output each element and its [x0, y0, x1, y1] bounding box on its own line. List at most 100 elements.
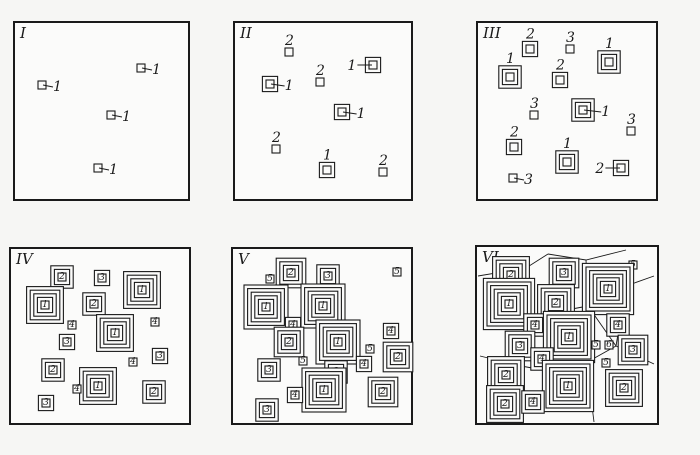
- growth-ring: [529, 110, 539, 120]
- growth-ring: [265, 274, 275, 284]
- growth-ring: [511, 337, 529, 355]
- crystal-label: 3: [517, 341, 523, 351]
- crystal-label: 1: [601, 104, 610, 120]
- growth-ring: [374, 383, 392, 401]
- crystal-1: 1: [541, 359, 595, 413]
- growth-ring: [319, 385, 329, 395]
- growth-ring: [501, 68, 519, 86]
- crystal-6: 6: [604, 340, 614, 350]
- growth-ring: [603, 284, 613, 294]
- growth-ring: [592, 273, 624, 305]
- growth-ring: [541, 359, 595, 413]
- crystal-label: 4: [151, 317, 158, 327]
- growth-ring: [315, 381, 333, 399]
- growth-ring: [378, 167, 388, 177]
- crystal-label: 2: [284, 33, 294, 49]
- growth-ring: [486, 385, 524, 423]
- crystal-4: 4: [521, 390, 545, 414]
- crystal-2: 2: [82, 292, 106, 316]
- growth-ring: [559, 377, 577, 395]
- growth-ring: [258, 401, 276, 419]
- growth-ring: [275, 257, 307, 289]
- panel-numeral: IV: [15, 250, 35, 268]
- crystal-1: 1: [123, 271, 161, 309]
- growth-ring: [545, 363, 591, 409]
- growth-ring: [392, 267, 402, 277]
- crystal-3: 3: [316, 264, 340, 288]
- growth-ring: [365, 344, 375, 354]
- crystal-3: 3: [617, 334, 649, 366]
- growth-ring: [106, 110, 116, 120]
- crystal-2: 2: [551, 57, 569, 89]
- growth-ring: [581, 262, 635, 316]
- growth-ring: [123, 271, 161, 309]
- growth-ring: [615, 379, 633, 397]
- crystal-4: 4: [286, 386, 304, 404]
- crystal-3: 3: [37, 394, 55, 412]
- crystal-label: 2: [525, 26, 535, 42]
- growth-ring: [96, 314, 134, 352]
- crystal-3: 3: [255, 398, 279, 422]
- growth-ring: [386, 326, 396, 336]
- growth-ring: [371, 380, 395, 404]
- crystal-label: 4: [360, 359, 367, 369]
- growth-ring: [280, 333, 298, 351]
- crystal-4: 4: [150, 317, 160, 327]
- growth-ring: [67, 320, 77, 330]
- crystal-label: 5: [593, 340, 599, 350]
- crystal-label: 5: [267, 274, 273, 284]
- crystal-label: 1: [506, 299, 512, 309]
- growth-ring: [247, 288, 285, 326]
- crystal-label: 1: [323, 147, 332, 163]
- growth-ring: [613, 320, 623, 330]
- growth-ring: [257, 358, 281, 382]
- crystal-1: 1: [581, 262, 635, 316]
- crystal-label: 2: [502, 370, 509, 380]
- growth-ring: [604, 57, 614, 67]
- growth-ring: [626, 126, 636, 136]
- growth-ring: [322, 165, 332, 175]
- growth-ring: [493, 288, 525, 320]
- crystal-label: 4: [529, 397, 536, 407]
- growth-ring: [82, 370, 114, 402]
- growth-ring: [552, 370, 584, 402]
- growth-ring: [44, 361, 62, 379]
- growth-ring: [41, 398, 51, 408]
- growth-ring: [86, 374, 110, 398]
- growth-ring: [505, 72, 515, 82]
- crystal-label: 2: [90, 299, 97, 309]
- crystal-2: 2: [521, 26, 539, 58]
- growth-ring: [609, 316, 627, 334]
- crystal-label: 3: [157, 351, 163, 361]
- crystal-3: 3: [529, 96, 539, 120]
- crystal-label: 1: [605, 36, 614, 52]
- growth-ring: [621, 338, 645, 362]
- growth-ring: [524, 393, 542, 411]
- growth-ring: [62, 337, 72, 347]
- growth-ring: [318, 301, 328, 311]
- crystal-label: 4: [73, 384, 80, 394]
- growth-ring: [597, 50, 621, 74]
- crystal-label: 2: [555, 57, 565, 73]
- crystal-label: 1: [42, 300, 48, 310]
- crystal-label: 2: [552, 298, 559, 308]
- growth-ring: [612, 376, 636, 400]
- crystal-2: 2: [273, 326, 305, 358]
- growth-ring: [126, 274, 158, 306]
- growth-ring: [619, 383, 629, 393]
- growth-ring: [556, 374, 580, 398]
- growth-ring: [298, 356, 308, 366]
- crystal-label: 3: [524, 172, 533, 188]
- growth-ring: [273, 326, 305, 358]
- growth-ring: [99, 317, 131, 349]
- growth-ring: [89, 299, 99, 309]
- crystal-4: 4: [606, 313, 630, 337]
- growth-ring: [560, 328, 578, 346]
- growth-ring: [617, 334, 649, 366]
- crystal-3: 3: [504, 330, 536, 362]
- growth-ring: [279, 261, 303, 285]
- growth-ring: [150, 317, 160, 327]
- growth-ring: [255, 398, 279, 422]
- growth-ring: [505, 138, 523, 156]
- growth-ring: [555, 75, 565, 85]
